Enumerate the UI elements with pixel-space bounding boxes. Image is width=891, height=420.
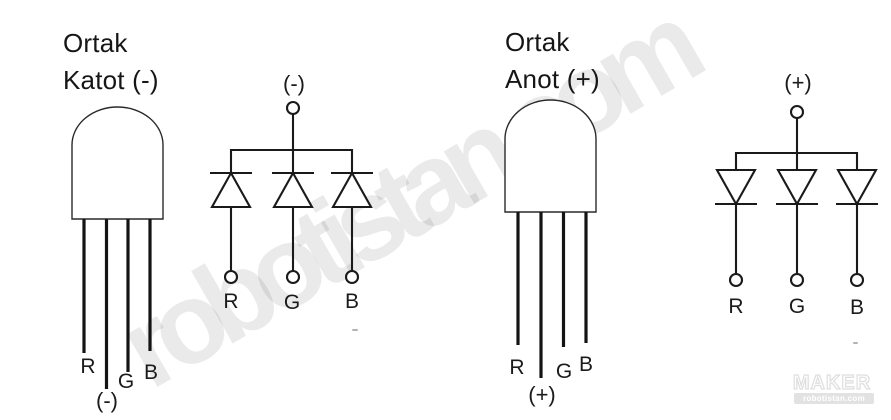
terminal-b [344, 269, 360, 285]
led-pin-label-r: R [509, 356, 525, 379]
title-common-cathode: Ortak Katot (-) [63, 25, 159, 99]
title-line-2: Katot (-) [63, 65, 159, 95]
schematic-cathode [210, 100, 373, 285]
led-drawing-anode [504, 99, 597, 213]
schematic-anode [715, 104, 878, 288]
artifact-dash-right [853, 342, 858, 344]
led-pin-label-b: B [143, 361, 159, 384]
terminal-r [728, 272, 744, 288]
schematic-common-label-anode: (+) [784, 70, 812, 95]
diode-blue-anode [836, 168, 878, 288]
led-legs-anode [516, 212, 588, 378]
terminal-g [285, 269, 301, 285]
schematic-pin-label-b: B [344, 290, 360, 313]
led-drawing-cathode [71, 106, 164, 220]
maker-logo-site-badge: robotistan.com [794, 393, 874, 404]
led-body [504, 99, 597, 213]
maker-logo-site: robotistan.com [803, 394, 865, 403]
diode-red-cathode [210, 170, 252, 285]
diode-blue-cathode [331, 170, 373, 285]
led-body [71, 106, 164, 220]
terminal-g [789, 272, 805, 288]
terminal-r [223, 269, 239, 285]
schematic-pin-label-r: R [728, 295, 744, 318]
schematic-pin-label-r: R [223, 290, 239, 313]
maker-logo-text: MAKER [792, 371, 872, 394]
led-legs-cathode [82, 219, 152, 389]
diode-green-anode [776, 168, 818, 288]
terminal-common-cathode [285, 100, 301, 116]
schematic-pin-label-g: G [788, 295, 806, 318]
diode-red-anode [715, 168, 757, 288]
title-line-1: Ortak [505, 27, 570, 57]
artifact-dash-left [352, 329, 358, 331]
led-pin-label-g: G [117, 370, 135, 393]
schematic-pin-label-g: G [283, 291, 301, 314]
led-pin-label-common: (-) [96, 388, 118, 413]
led-pin-label-r: R [80, 355, 96, 378]
terminal-common-anode [789, 104, 805, 120]
title-line-2: Anot (+) [505, 64, 600, 94]
title-line-1: Ortak [63, 28, 128, 58]
led-pin-label-b: B [578, 353, 594, 376]
title-common-anode: Ortak Anot (+) [505, 24, 600, 98]
terminal-b [849, 272, 865, 288]
led-pin-label-common: (+) [528, 382, 556, 407]
schematic-pin-label-b: B [849, 296, 865, 319]
schematic-common-label-cathode: (-) [283, 71, 305, 96]
diode-green-cathode [272, 170, 314, 285]
led-pin-label-g: G [555, 360, 573, 383]
